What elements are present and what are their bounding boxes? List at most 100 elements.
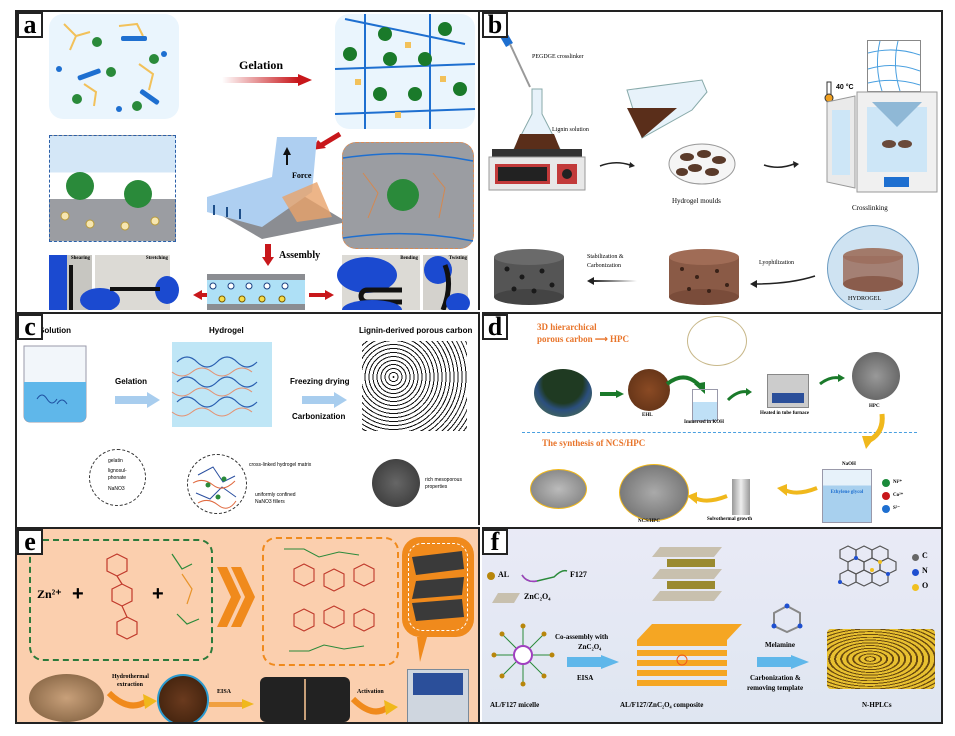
interface-zoom-left [49, 135, 176, 242]
coassembly-label-1: Co-assembly with [555, 633, 609, 641]
panel-c: c Solution Gelation Hydrogel Freezing dr… [17, 312, 480, 525]
assembled-device-illustration [207, 274, 305, 310]
lignin-powder-dish [157, 674, 209, 722]
interface-zoom-right [342, 142, 474, 249]
yellow-curved-arrow [862, 413, 885, 449]
micelle-label: AL/F127 micelle [490, 701, 540, 709]
blue-arrow-eisa [567, 655, 619, 669]
stabilization-label: Stabilization & [587, 254, 624, 260]
ni-ion-label: Ni²⁺ [893, 480, 903, 485]
panel-letter-b: b [482, 12, 508, 38]
autoclave-icon [732, 479, 750, 515]
gelation-label: Gelation [239, 58, 283, 72]
solvothermal-label: Solvothermal growth [707, 517, 753, 522]
carbonization-label-c: Carbonization [292, 412, 346, 421]
lyophilization-label: Lyophilization [759, 260, 794, 266]
legend-gelatin: gelatin [108, 458, 123, 464]
atom-c-dot [912, 554, 919, 561]
s-ion-label: S²⁻ [893, 506, 900, 511]
beaker-solution [23, 345, 87, 423]
oven-illustration [826, 91, 938, 193]
f127-structure-illustration [171, 553, 200, 625]
panel-b: b PEGDGE crosslinker Lignin solution Hyd… [482, 12, 941, 310]
ncs-hpc-sem-small [530, 469, 587, 509]
matrix-label: cross-linked hydrogel matrix [249, 462, 312, 468]
hydrothermal-label-1: Hydrothermal [112, 674, 149, 680]
mesoporous-sem-circle [372, 459, 420, 507]
s-ion-dot [882, 505, 890, 513]
section-divider [522, 432, 917, 433]
crosslink-network-inset [867, 40, 921, 92]
blue-arrow-carbonization [757, 655, 809, 669]
pipette-icon [499, 30, 531, 88]
porous-carbon-foam [494, 249, 564, 305]
coassembly-label-2: ZnC₂O₄ [578, 643, 602, 651]
porous-lignin-foam [669, 249, 739, 305]
panel-a: a Gelation Force Assembly Shearing Stret… [17, 12, 480, 310]
zinc-ion-label: Zn²⁺ [37, 587, 62, 601]
naoh-label: NaOH [842, 462, 856, 467]
koh-beaker [692, 389, 718, 421]
panel-letter-c: c [17, 314, 43, 340]
ehl-lignin-ball [628, 369, 670, 411]
synthesis-title: The synthesis of NCS/HPC [542, 438, 646, 448]
plus-sign-1: + [72, 583, 84, 605]
lignin-structure-illustration [106, 553, 138, 640]
porous-carbon-cube [362, 341, 467, 431]
green-arrow-1 [600, 390, 624, 398]
hpc-title-2: porous carbon ⟶ HPC [537, 334, 629, 344]
legend-zn-label: ZnC₂O₄ [524, 592, 551, 601]
carbonization-label-f: Carbonization & [750, 674, 801, 682]
biomass-photo [29, 674, 104, 722]
atom-n-dot [912, 569, 919, 576]
legend-lignosulphonate-1: lignosul- [108, 468, 127, 474]
orange-arrow-eisa [209, 699, 254, 709]
removing-template-label: removing template [747, 684, 804, 692]
legend-nano3: NaNO3 [108, 486, 125, 492]
pouring-flask-illustration [626, 79, 708, 139]
panel-letter-f: f [482, 529, 508, 555]
tube-furnace-e [407, 669, 469, 722]
hydrogel-moulds-label: Hydrogel moulds [672, 197, 721, 205]
nhplc-porous-structure [827, 629, 935, 689]
composite-label: AL/F127/ZnC₂O₄ composite [620, 701, 704, 709]
tree-photo [534, 369, 592, 417]
koh-label: Immersed in KOH [684, 420, 724, 425]
carbon-film-photo [260, 677, 350, 722]
legend-al-dot [487, 572, 495, 580]
lignin-structure-circle [687, 316, 747, 366]
green-arrow-3 [726, 388, 752, 402]
ncs-hpc-label: NCS/HPC [638, 519, 660, 524]
activation-label: Activation [357, 689, 384, 695]
tube-furnace [767, 374, 809, 408]
molecular-structure-illustration [342, 152, 474, 242]
nhplc-label: N-HPLCs [862, 701, 892, 709]
yellow-arrow-left-2 [687, 492, 728, 504]
figure-frame [15, 10, 943, 724]
red-arrow-right [309, 290, 334, 300]
stirrer-flask-illustration [488, 88, 586, 191]
hydrogel-zoom-circle-c [187, 454, 247, 514]
furnace-label: Heated in tube furnace [760, 411, 810, 416]
carbonization-label: Carbonization [587, 263, 621, 269]
legend-f127-line [521, 569, 568, 583]
orange-curved-arrow-2 [350, 696, 398, 715]
hpc-title-1: 3D hierarchical [537, 322, 597, 332]
co-ion-dot [882, 492, 890, 500]
atom-c-label: C [922, 551, 928, 560]
legend-f127-label: F127 [570, 570, 587, 579]
atom-o-label: O [922, 581, 929, 590]
adhesive-hydrogel-force-illustration [207, 137, 347, 239]
hydrogel-zoom-circle: HYDROGEL [827, 225, 919, 310]
porous-carbon-label: Lignin-derived porous carbon [359, 326, 473, 335]
lignin-solution-label: Lignin solution [552, 127, 589, 133]
gelation-label-c: Gelation [115, 377, 148, 386]
hydrogel-label-c: Hydrogel [209, 326, 244, 335]
freezing-arrow [302, 392, 347, 408]
ethylene-glycol-beaker: Ethylene glycol [822, 469, 872, 523]
hydrogel-moulds-dish [668, 143, 736, 185]
eisa-label-e: EISA [217, 689, 232, 695]
composite-layers-illustration [637, 624, 742, 686]
layered-sheets-illustration [652, 547, 722, 601]
fillers-label-2: NaNO3 fillers [255, 499, 285, 505]
